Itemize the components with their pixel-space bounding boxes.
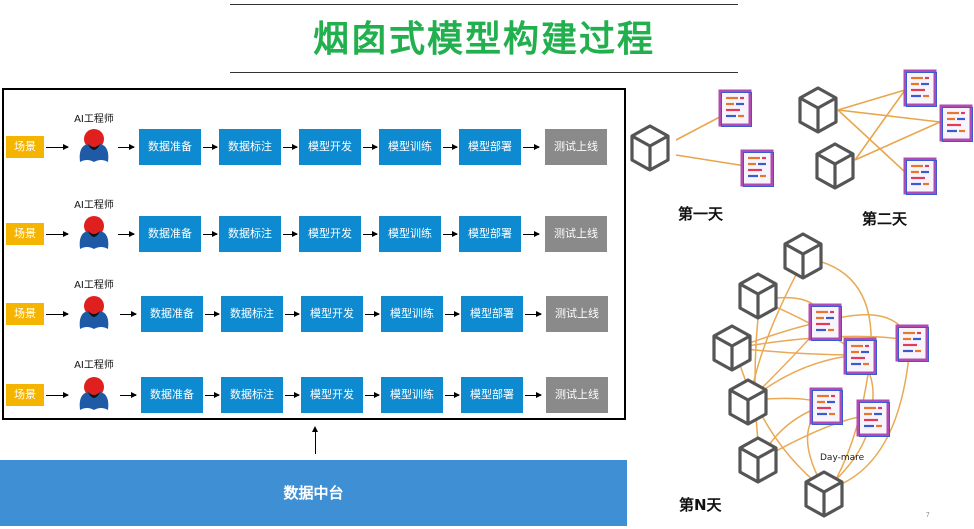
step-test-launch: 测试上线 — [546, 296, 608, 332]
step-model-deploy: 模型部署 — [459, 129, 521, 165]
dayN-doc-icon — [856, 399, 891, 438]
arrow — [203, 231, 218, 237]
step-model-dev: 模型开发 — [301, 377, 363, 413]
arrow — [120, 392, 137, 398]
daymare-label: Day-mare — [820, 453, 865, 463]
engineer-label: AI工程师 — [74, 360, 114, 371]
day2-doc-icon — [939, 104, 974, 143]
step-model-dev: 模型开发 — [299, 216, 361, 252]
engineer-label: AI工程师 — [74, 280, 114, 291]
arrow — [46, 231, 69, 237]
arrow — [46, 144, 69, 150]
title-bottom-rule — [230, 72, 738, 73]
engineer-label: AI工程师 — [74, 200, 114, 211]
arrow — [445, 392, 460, 398]
step-test-launch: 测试上线 — [545, 216, 607, 252]
engineer-avatar-icon — [79, 129, 109, 162]
arrow — [525, 392, 542, 398]
arrow — [205, 311, 220, 317]
step-data-annotation: 数据标注 — [219, 129, 281, 165]
arrow — [445, 311, 460, 317]
step-data-prep: 数据准备 — [139, 216, 201, 252]
arrow — [443, 231, 458, 237]
step-data-annotation: 数据标注 — [219, 216, 281, 252]
day1-doc-icon — [740, 149, 775, 188]
step-test-launch: 测试上线 — [546, 377, 608, 413]
arrow — [283, 231, 298, 237]
arrow — [443, 144, 458, 150]
dayN-doc-icon — [895, 324, 930, 363]
up-arrow — [312, 426, 318, 454]
engineer-avatar-icon — [79, 377, 109, 410]
dayN-doc-icon — [808, 303, 843, 342]
day2-doc-icon — [903, 69, 938, 108]
arrow — [283, 144, 298, 150]
arrow — [363, 231, 378, 237]
arrow — [118, 231, 135, 237]
step-model-dev: 模型开发 — [301, 296, 363, 332]
step-model-train: 模型训练 — [381, 296, 443, 332]
arrow — [285, 311, 300, 317]
day2-label: 第二天 — [862, 210, 908, 228]
arrow — [525, 311, 542, 317]
step-data-prep: 数据准备 — [141, 377, 203, 413]
dayN-cube-icon — [712, 324, 752, 372]
title-top-rule — [230, 4, 738, 5]
step-model-deploy: 模型部署 — [461, 377, 523, 413]
arrow — [363, 144, 378, 150]
arrow — [365, 392, 380, 398]
step-model-train: 模型训练 — [379, 129, 441, 165]
dayN-doc-icon — [843, 337, 878, 376]
arrow — [365, 311, 380, 317]
step-model-train: 模型训练 — [381, 377, 443, 413]
arrow — [203, 144, 218, 150]
arrow — [120, 311, 137, 317]
day1-label: 第一天 — [678, 205, 724, 223]
arrow — [46, 392, 69, 398]
day2-doc-icon — [903, 157, 938, 196]
dayN-cube-icon — [783, 232, 823, 280]
day1-doc-icon — [718, 89, 753, 128]
step-data-annotation: 数据标注 — [221, 377, 283, 413]
dayN-doc-icon — [809, 387, 844, 426]
dayN-cube-icon — [804, 470, 844, 518]
slide-title: 烟囱式模型构建过程 — [312, 19, 655, 60]
day1-cube-icon — [630, 124, 670, 172]
step-data-annotation: 数据标注 — [221, 296, 283, 332]
arrow — [285, 392, 300, 398]
dayN-cube-icon — [728, 378, 768, 426]
dayN-label: 第N天 — [679, 496, 722, 514]
scene-box: 场景 — [6, 303, 44, 325]
step-model-deploy: 模型部署 — [459, 216, 521, 252]
step-model-train: 模型训练 — [379, 216, 441, 252]
day2-network — [837, 89, 941, 173]
day2-cube-icon — [798, 86, 838, 134]
dayN-cube-icon — [738, 436, 778, 484]
scene-box: 场景 — [6, 136, 44, 158]
engineer-label: AI工程师 — [74, 114, 114, 125]
data-platform-bar: 数据中台 — [0, 460, 627, 526]
pipeline-frame — [2, 88, 626, 420]
arrow — [205, 392, 220, 398]
engineer-avatar-icon — [79, 216, 109, 249]
arrow — [118, 144, 135, 150]
dayN-cube-icon — [738, 272, 778, 320]
day2-cube-icon — [815, 142, 855, 190]
scene-box: 场景 — [6, 384, 44, 406]
step-model-dev: 模型开发 — [299, 129, 361, 165]
step-test-launch: 测试上线 — [545, 129, 607, 165]
page-number: 7 — [925, 511, 930, 519]
day1-network — [675, 109, 753, 168]
arrow — [523, 231, 540, 237]
step-data-prep: 数据准备 — [141, 296, 203, 332]
scene-box: 场景 — [6, 223, 44, 245]
step-data-prep: 数据准备 — [139, 129, 201, 165]
step-model-deploy: 模型部署 — [461, 296, 523, 332]
arrow — [523, 144, 540, 150]
arrow — [46, 311, 69, 317]
engineer-avatar-icon — [79, 296, 109, 329]
